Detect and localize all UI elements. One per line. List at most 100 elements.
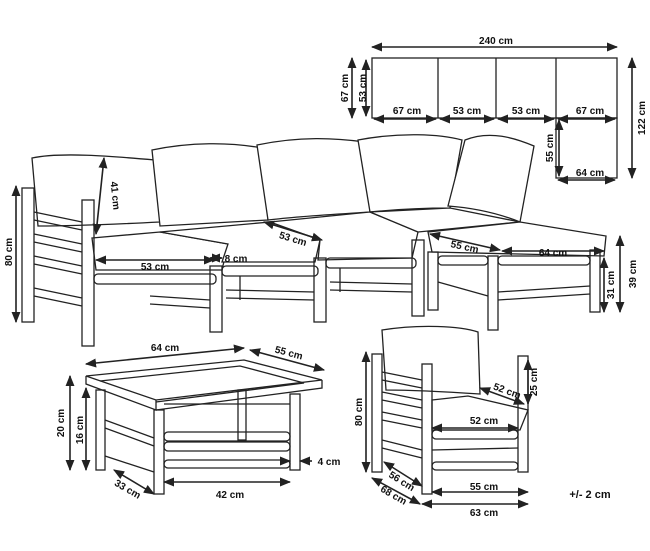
plan-width-1-label: 67 cm xyxy=(393,106,421,117)
ottoman-post xyxy=(589,249,601,313)
armchair-seat-width-label: 52 cm xyxy=(470,416,498,427)
frame-post xyxy=(21,187,35,323)
sofa-set-drawing: 80 cm 41 cm 53 cm 8 cm 53 cm 55 cm 64 cm… xyxy=(4,134,639,347)
dimension-line xyxy=(371,477,421,505)
table-rail xyxy=(163,431,291,442)
shelf-slat xyxy=(329,281,413,285)
tolerance-note: +/- 2 cm xyxy=(569,489,610,501)
back-cushion xyxy=(357,134,463,213)
dimension-line xyxy=(262,220,324,242)
armchair-height-label: 80 cm xyxy=(354,398,365,426)
sofa-arm-thickness-label: 8 cm xyxy=(225,254,248,265)
armchair-rail xyxy=(381,371,423,381)
ottoman-post xyxy=(427,251,439,311)
plan-depth-inner-label: 53 cm xyxy=(358,74,369,102)
shelf-slat xyxy=(225,297,315,301)
table-inner-depth-label: 33 cm xyxy=(112,478,142,502)
table-rail xyxy=(104,419,155,439)
ottoman-post xyxy=(487,255,499,331)
plan-width-3-label: 53 cm xyxy=(512,106,540,117)
armchair-frame-width-label: 55 cm xyxy=(470,482,498,493)
front-rail xyxy=(93,273,217,285)
sofa-height-label: 80 cm xyxy=(4,238,15,266)
armchair-backrest-height-label: 25 cm xyxy=(529,368,540,396)
plan-ottoman-width-label: 64 cm xyxy=(576,168,604,179)
table-inner-length-label: 42 cm xyxy=(216,490,244,501)
armchair-front-rail xyxy=(431,429,519,440)
frame-rail xyxy=(33,295,83,307)
table-leg xyxy=(153,409,165,495)
table-rail xyxy=(163,441,291,452)
back-cushion xyxy=(256,137,371,221)
armchair-slat xyxy=(431,447,519,451)
ottoman-frame-height-label: 31 cm xyxy=(606,271,617,299)
table-rail xyxy=(104,427,155,447)
table-leg xyxy=(289,393,301,471)
plan-total-depth-label: 122 cm xyxy=(637,101,648,135)
dimension-line xyxy=(113,469,155,495)
armchair-width-label: 63 cm xyxy=(470,508,498,519)
armchair-back-cushion xyxy=(381,325,481,395)
frame-rail xyxy=(33,211,83,223)
dimension-line xyxy=(92,156,108,236)
plan-ottoman-depth-label: 55 cm xyxy=(545,134,556,162)
frame-post xyxy=(209,265,223,333)
frame-rail xyxy=(33,233,83,245)
dimension-line xyxy=(248,348,326,372)
armchair-post xyxy=(517,355,529,473)
table-leg xyxy=(95,389,106,471)
armchair-rail xyxy=(381,411,423,421)
front-rail xyxy=(221,265,319,277)
ottoman-width-label: 64 cm xyxy=(539,248,567,259)
armchair-front-rail xyxy=(431,461,519,471)
table-top-edge xyxy=(85,376,157,411)
shelf-slat xyxy=(329,289,413,293)
shelf-slat xyxy=(225,289,315,293)
ottoman-height-label: 39 cm xyxy=(628,260,639,288)
coffee-table-drawing: 64 cm 55 cm 20 cm 16 cm 4 cm 33 cm 42 cm xyxy=(56,343,341,502)
armchair-rail xyxy=(381,447,423,459)
table-frame-height-label: 16 cm xyxy=(75,416,86,444)
frame-rail xyxy=(33,241,83,253)
front-rail xyxy=(325,257,417,269)
armchair-post xyxy=(371,353,383,473)
armchair-rail xyxy=(381,391,423,401)
frame-rail xyxy=(33,255,83,267)
armchair-rail xyxy=(381,399,423,409)
table-rail xyxy=(163,459,291,469)
shelf-slat xyxy=(149,295,211,301)
dimension-line xyxy=(478,387,526,405)
armchair-drawing: 80 cm 25 cm 52 cm 52 cm 56 cm 55 cm 68 c… xyxy=(354,325,540,519)
shelf-slat xyxy=(149,303,211,309)
plan-width-2-label: 53 cm xyxy=(453,106,481,117)
frame-post xyxy=(313,257,327,323)
sofa-seat-width-label: 53 cm xyxy=(141,262,169,273)
table-leg xyxy=(237,389,247,441)
ottoman-rail xyxy=(437,255,489,266)
armchair-rail xyxy=(381,419,423,429)
table-top-edge xyxy=(155,380,323,411)
frame-post xyxy=(411,239,425,317)
frame-rail xyxy=(33,219,83,231)
table-length-label: 64 cm xyxy=(151,343,179,354)
ottoman-slat xyxy=(437,281,489,297)
ottoman-slat xyxy=(497,293,591,301)
sofa-backrest-height-label: 41 cm xyxy=(108,181,122,210)
armchair-rail xyxy=(381,439,423,451)
table-top-inset xyxy=(99,365,305,403)
armchair-rail xyxy=(381,379,423,389)
plan-depth-left-label: 67 cm xyxy=(340,74,351,102)
layout-plan: 240 cm 122 cm 67 cm 53 cm 67 cm 53 cm 53… xyxy=(340,36,648,185)
dimension-line xyxy=(428,231,502,253)
back-cushion xyxy=(151,143,269,227)
plan-width-4-label: 67 cm xyxy=(576,106,604,117)
frame-rail xyxy=(33,263,83,275)
ottoman-rail xyxy=(497,255,591,266)
table-top xyxy=(85,359,323,401)
table-height-label: 20 cm xyxy=(56,409,67,437)
table-rail xyxy=(104,455,155,473)
dimension-line xyxy=(84,344,246,368)
table-leg-thickness-label: 4 cm xyxy=(318,457,341,468)
frame-rail xyxy=(33,287,83,299)
